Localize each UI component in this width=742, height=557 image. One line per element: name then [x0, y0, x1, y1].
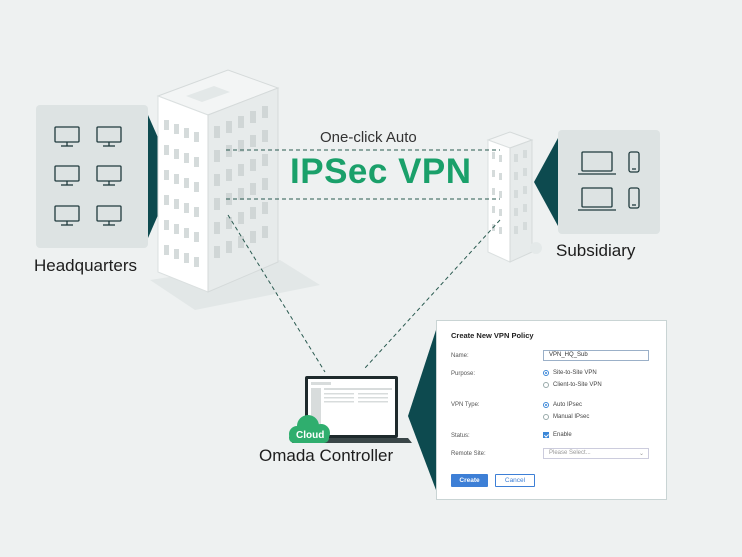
purpose-option-label: Client-to-Site VPN — [553, 382, 602, 388]
remote-site-label: Remote Site: — [451, 451, 486, 457]
hq-building-icon — [156, 69, 280, 293]
vpn-type-option-label: Auto IPsec — [553, 402, 583, 408]
purpose-site-to-site-radio[interactable]: Site-to-Site VPN — [543, 370, 597, 376]
chevron-down-icon: ⌄ — [638, 451, 644, 457]
management-line-hq — [227, 214, 326, 373]
radio-unselected-icon — [543, 382, 549, 388]
purpose-option-label: Site-to-Site VPN — [553, 370, 597, 376]
dialog-title: Create New VPN Policy — [451, 331, 534, 340]
headquarters-label: Headquarters — [34, 256, 138, 275]
cancel-button[interactable]: Cancel — [495, 474, 535, 487]
subsidiary-panel-connector — [534, 138, 558, 226]
vpn-type-option-label: Manual IPsec — [553, 414, 590, 420]
controller-label: Omada Controller — [259, 446, 394, 465]
subsidiary-device-panel — [558, 130, 660, 234]
status-label: Status: — [451, 433, 470, 439]
hq-device-panel — [36, 105, 148, 248]
vpn-type-manual-radio[interactable]: Manual IPsec — [543, 414, 589, 420]
vpn-type-label: VPN Type: — [451, 402, 480, 408]
status-option-label: Enable — [553, 432, 572, 438]
radio-selected-icon — [543, 370, 549, 376]
dialog-connector — [408, 330, 436, 490]
remote-site-placeholder: Please Select... — [549, 450, 591, 456]
ground-shadow — [150, 260, 320, 310]
subsidiary-phone-icons — [628, 151, 640, 209]
purpose-client-to-site-radio[interactable]: Client-to-Site VPN — [543, 382, 602, 388]
checkbox-checked-icon — [543, 432, 549, 438]
hq-desktop-icons — [54, 126, 122, 226]
subsidiary-building-icon — [486, 131, 542, 263]
name-input[interactable]: VPN_HQ_Sub — [543, 350, 649, 361]
name-label: Name: — [451, 353, 469, 359]
management-line-subsidiary — [364, 219, 501, 369]
subsidiary-laptop-icons — [578, 151, 616, 211]
cloud-badge-label: Cloud — [296, 430, 325, 441]
status-enable-checkbox[interactable]: Enable — [543, 432, 572, 438]
vpn-title: IPSec VPN — [290, 152, 472, 191]
cloud-icon — [289, 415, 330, 443]
radio-unselected-icon — [543, 414, 549, 420]
create-button[interactable]: Create — [451, 474, 488, 487]
purpose-label: Purpose: — [451, 371, 476, 377]
vpn-policy-dialog: Create New VPN Policy Name: VPN_HQ_Sub P… — [436, 320, 667, 500]
subsidiary-label: Subsidiary — [556, 241, 636, 260]
vpn-type-auto-radio[interactable]: Auto IPsec — [543, 402, 582, 408]
remote-site-select[interactable]: Please Select... ⌄ — [543, 448, 649, 459]
radio-selected-icon — [543, 402, 549, 408]
one-click-label: One-click Auto — [320, 129, 417, 146]
